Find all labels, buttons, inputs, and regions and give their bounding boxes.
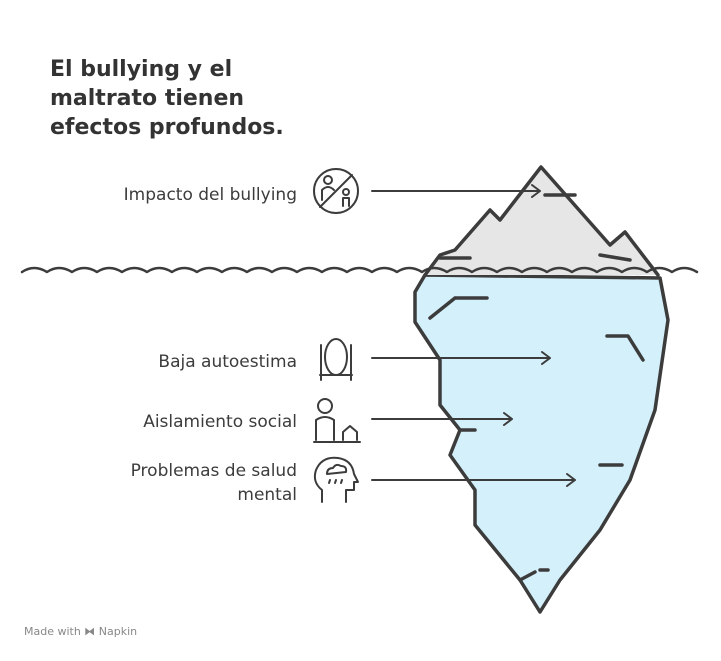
head-raincloud-icon [313, 456, 359, 503]
no-bullying-icon [313, 168, 359, 214]
isolated-person-icon [313, 398, 361, 443]
iceberg-detail-lines [428, 193, 645, 582]
title-line: efectos profundos. [50, 115, 284, 140]
mirror-icon [319, 338, 353, 381]
diagram-title: El bullying y el maltrato tienen efectos… [50, 55, 284, 142]
iceberg-tip-outline [423, 165, 660, 277]
water-line [20, 266, 699, 274]
title-line: maltrato tienen [50, 86, 245, 111]
label-salud-mental: Problemas de salud mental [131, 459, 297, 507]
label-impacto-bullying: Impacto del bullying [123, 185, 297, 205]
label-line: mental [237, 485, 297, 505]
napkin-credit[interactable]: Made with ⧓ Napkin [24, 625, 138, 638]
iceberg-tip [425, 167, 658, 275]
arrow-salud-mental [371, 473, 576, 487]
title-line: El bullying y el [50, 57, 233, 82]
label-aislamiento-social: Aislamiento social [143, 412, 297, 432]
arrow-aislamiento [371, 412, 513, 426]
iceberg-underwater [413, 273, 670, 614]
label-baja-autoestima: Baja autoestima [158, 352, 297, 372]
arrow-impacto [371, 184, 541, 198]
arrow-autoestima [371, 351, 551, 365]
label-line: Problemas de salud [130, 461, 297, 481]
